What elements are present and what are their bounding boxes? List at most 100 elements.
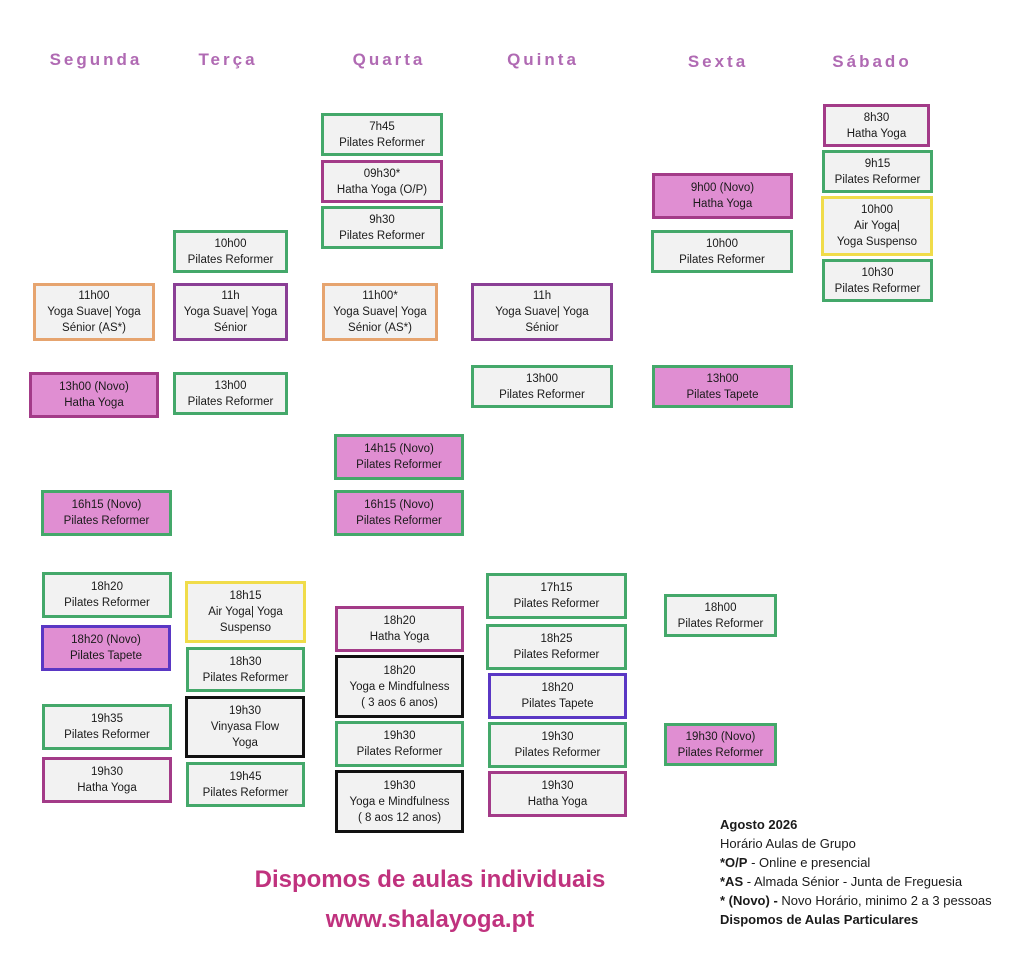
class-time: 10h30 (861, 266, 894, 279)
class-time: 7h45 (369, 120, 395, 133)
class-name: Yoga e Mindfulness (349, 795, 450, 808)
legend-as-text: - Almada Sénior - Junta de Freguesia (743, 874, 963, 889)
class-name: Pilates Reformer (356, 459, 442, 471)
class-time: 11h (532, 290, 552, 302)
class-name: Vinyasa Flow (210, 721, 280, 733)
class-name: Pilates Tapete (521, 698, 594, 710)
class-card: 9h15 Pilates Reformer (822, 150, 933, 193)
legend-month: Agosto 2026 (720, 817, 798, 832)
class-time: 9h15 (864, 157, 891, 170)
class-name: Hatha Yoga (846, 127, 907, 140)
class-time: 10h00 (706, 237, 738, 250)
class-name: Air Yoga| (854, 220, 900, 232)
class-name-line2: Sénior (525, 322, 559, 334)
class-card: 13h00 Pilates Tapete (652, 365, 793, 408)
class-name: Pilates Reformer (677, 617, 764, 630)
class-card: 19h30 Hatha Yoga (488, 771, 627, 817)
class-name: Pilates Reformer (187, 395, 274, 408)
class-time: 9h30 (369, 213, 395, 226)
class-name-line2: Sénior (AS*) (348, 322, 412, 334)
legend-novo: * (Novo) - Novo Horário, minimo 2 a 3 pe… (720, 891, 992, 910)
class-card: 7h45 Pilates Reformer (321, 113, 443, 156)
class-time: 19h30 (Novo) (685, 730, 756, 743)
class-card: 18h20 Pilates Reformer (42, 572, 172, 618)
class-card: 11h00* Yoga Suave| Yoga Sénior (AS*) (322, 283, 438, 341)
class-time: 10h00 (861, 204, 893, 216)
class-name: Pilates Reformer (513, 598, 600, 610)
day-header-sabado: Sábado (832, 52, 912, 71)
legend-as: *AS - Almada Sénior - Junta de Freguesia (720, 872, 992, 891)
website-link[interactable]: www.shalayoga.pt (325, 906, 535, 933)
legend-as-key: *AS (720, 874, 744, 889)
class-time: 18h20 (541, 682, 574, 694)
class-time: 19h30 (229, 705, 261, 717)
class-name: Hatha Yoga (369, 631, 430, 643)
class-time: 19h30 (383, 779, 416, 792)
legend: Agosto 2026 Horário Aulas de Grupo *O/P … (720, 815, 992, 929)
class-time: 10h00 (214, 237, 247, 250)
class-time: 19h35 (91, 713, 123, 725)
class-card: 13h00 Pilates Reformer (471, 365, 613, 408)
class-time: 14h15 (Novo) (364, 443, 434, 455)
class-time: 8h30 (863, 111, 890, 124)
class-name: Yoga Suave| Yoga (495, 306, 589, 318)
class-card: 14h15 (Novo) Pilates Reformer (334, 434, 464, 480)
class-name: Hatha Yoga (64, 397, 124, 409)
class-name: Pilates Reformer (356, 515, 442, 527)
legend-op: *O/P - Online e presencial (720, 853, 992, 872)
legend-private: Dispomos de Aulas Particulares (720, 912, 919, 927)
class-card: 19h30 Pilates Reformer (335, 721, 464, 767)
legend-op-key: *O/P (720, 855, 748, 870)
class-card: 9h30 Pilates Reformer (321, 206, 443, 249)
class-card: 18h15 Air Yoga| Yoga Suspenso (185, 581, 306, 643)
class-name: Pilates Tapete (686, 388, 759, 401)
class-time: 18h25 (540, 633, 573, 645)
legend-title: Horário Aulas de Grupo (720, 836, 856, 851)
individual-classes-headline: Dispomos de aulas individuais (254, 866, 606, 893)
class-card: 19h30 Hatha Yoga (42, 757, 172, 803)
class-card: 10h00 Pilates Reformer (651, 230, 793, 273)
class-card: 19h30 Pilates Reformer (488, 722, 627, 768)
class-name: Hatha Yoga (77, 782, 137, 794)
class-time: 18h20 (383, 664, 416, 677)
class-card: 19h30 (Novo) Pilates Reformer (664, 723, 777, 766)
class-name: Pilates Reformer (339, 136, 425, 149)
class-name: Pilates Reformer (64, 729, 150, 741)
class-card: 18h20 Hatha Yoga (335, 606, 464, 652)
class-card: 19h30 Vinyasa Flow Yoga (185, 696, 305, 758)
class-time: 9h00 (Novo) (690, 182, 755, 194)
class-card: 18h20 (Novo) Pilates Tapete (41, 625, 171, 671)
class-card: 10h30 Pilates Reformer (822, 259, 933, 302)
class-name: Pilates Reformer (339, 229, 425, 242)
class-name: Pilates Reformer (499, 388, 585, 401)
class-name: Yoga Suave| Yoga (333, 306, 427, 318)
class-time: 11h00* (362, 290, 398, 302)
class-card: 19h45 Pilates Reformer (186, 762, 305, 807)
class-time: 11h00 (78, 290, 110, 302)
class-name: Pilates Reformer (513, 649, 600, 661)
class-card: 19h35 Pilates Reformer (42, 704, 172, 750)
class-name: Hatha Yoga (527, 796, 588, 808)
class-card: 11h Yoga Suave| Yoga Sénior (471, 283, 613, 341)
class-name: Pilates Reformer (187, 253, 274, 266)
legend-novo-key: * (Novo) - (720, 893, 778, 908)
class-time: 13h00 (Novo) (59, 381, 129, 393)
class-card: 10h00 Pilates Reformer (173, 230, 288, 273)
legend-novo-text: Novo Horário, minimo 2 a 3 pessoas (777, 893, 992, 908)
class-name: Pilates Reformer (677, 746, 764, 759)
class-name: Yoga Suave| Yoga (47, 306, 141, 318)
class-name: Pilates Reformer (202, 671, 289, 684)
class-name: Pilates Tapete (69, 650, 143, 662)
class-time: 18h00 (704, 601, 737, 614)
class-time: 16h15 (Novo) (71, 499, 142, 511)
class-time: 17h15 (540, 582, 573, 594)
class-card: 17h15 Pilates Reformer (486, 573, 627, 619)
class-card: 18h25 Pilates Reformer (486, 624, 627, 670)
class-time: 18h20 (383, 615, 416, 627)
class-card: 8h30 Hatha Yoga (823, 104, 930, 147)
class-name: Pilates Reformer (64, 597, 150, 609)
class-time: 13h00 (706, 372, 739, 385)
class-name-line2: Yoga (232, 737, 258, 749)
class-card: 9h00 (Novo) Hatha Yoga (652, 173, 793, 219)
class-time: 19h30 (91, 766, 123, 778)
